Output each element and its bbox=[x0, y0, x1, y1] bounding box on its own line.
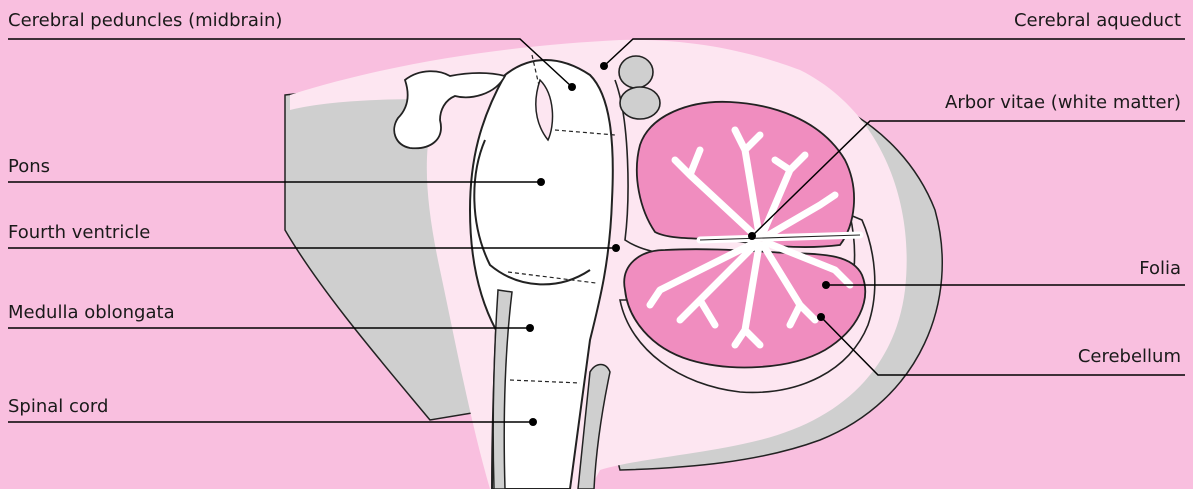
label-cerebellum: Cerebellum bbox=[1078, 346, 1181, 368]
inferior-colliculus bbox=[620, 87, 660, 119]
superior-colliculus bbox=[619, 56, 653, 88]
label-folia: Folia bbox=[1139, 258, 1181, 280]
dot-spinal-cord bbox=[529, 418, 537, 426]
dot-cerebral-aqueduct bbox=[600, 62, 608, 70]
dot-cerebral-peduncles bbox=[568, 83, 576, 91]
label-cerebral-peduncles: Cerebral peduncles (midbrain) bbox=[8, 10, 282, 32]
label-pons: Pons bbox=[8, 156, 50, 178]
label-medulla-oblongata: Medulla oblongata bbox=[8, 302, 175, 324]
dot-medulla-oblongata bbox=[526, 324, 534, 332]
label-arbor-vitae: Arbor vitae (white matter) bbox=[945, 92, 1181, 114]
dot-pons bbox=[537, 178, 545, 186]
dot-arbor-vitae bbox=[748, 232, 756, 240]
label-fourth-ventricle: Fourth ventricle bbox=[8, 222, 150, 244]
label-spinal-cord: Spinal cord bbox=[8, 396, 108, 418]
dot-fourth-ventricle bbox=[612, 244, 620, 252]
label-cerebral-aqueduct: Cerebral aqueduct bbox=[1014, 10, 1181, 32]
dot-cerebellum bbox=[817, 313, 825, 321]
dot-folia bbox=[822, 281, 830, 289]
